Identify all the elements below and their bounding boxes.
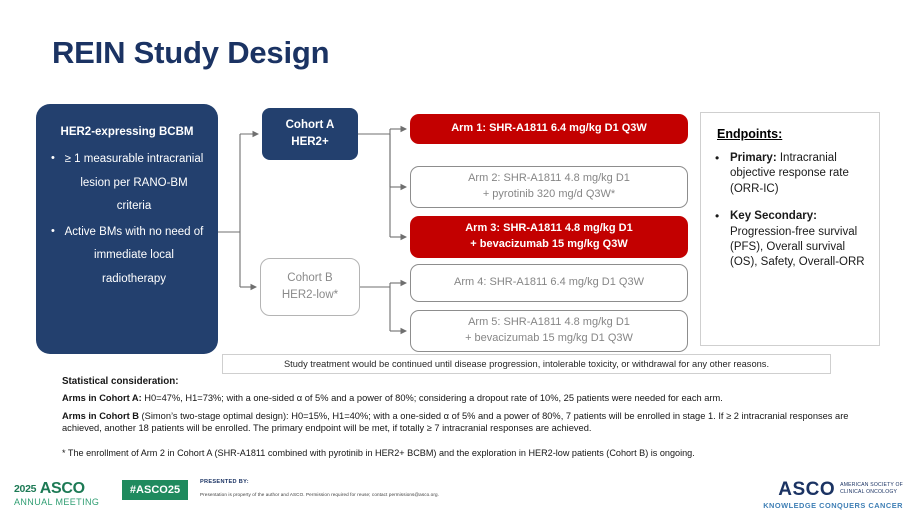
statistics-cohort-a-label: Arms in Cohort A: xyxy=(62,393,142,403)
asco-tagline: KNOWLEDGE CONQUERS CANCER xyxy=(763,501,903,510)
presented-by-title: PRESENTED BY: xyxy=(200,479,249,485)
eligibility-criteria-list: ≥ 1 measurable intracranial lesion per R… xyxy=(50,147,204,292)
arm-2-line2: + pyrotinib 320 mg/d Q3W* xyxy=(482,188,616,200)
cohort-b-name: Cohort B xyxy=(287,272,333,285)
statistics-heading: Statistical consideration: xyxy=(62,376,179,387)
endpoint-secondary: Key Secondary: Progression-free survival… xyxy=(713,208,867,271)
asco-meeting-brand: ASCO xyxy=(39,480,85,497)
arm-3-line2: + bevacizumab 15 mg/kg Q3W xyxy=(470,238,628,250)
arm-5-line2: + bevacizumab 15 mg/kg D1 Q3W xyxy=(465,332,633,344)
asco-meeting-brand-line: 2025 ASCO xyxy=(14,481,119,497)
eligibility-title: HER2-expressing BCBM xyxy=(60,126,194,138)
asco-meeting-sub: ANNUAL MEETING xyxy=(14,497,100,507)
arm-4-line1: Arm 4: SHR-A1811 6.4 mg/kg D1 Q3W xyxy=(454,276,644,289)
footnote-asterisk: * The enrollment of Arm 2 in Cohort A (S… xyxy=(62,448,695,458)
cohort-a-sub: HER2+ xyxy=(291,136,329,148)
treatment-duration-note: Study treatment would be continued until… xyxy=(222,354,831,374)
statistics-cohort-b: Arms in Cohort B (Simon’s two-stage opti… xyxy=(62,410,852,435)
arm-3-line1: Arm 3: SHR-A1811 4.8 mg/kg D1 xyxy=(465,222,633,235)
endpoint-primary-label: Primary: xyxy=(730,152,777,164)
statistics-cohort-b-text: (Simon’s two-stage optimal design): H0=1… xyxy=(62,410,849,434)
arm-4-box[interactable]: Arm 4: SHR-A1811 6.4 mg/kg D1 Q3W xyxy=(410,264,688,302)
arm-5-box[interactable]: Arm 5: SHR-A1811 4.8 mg/kg D1 + bevacizu… xyxy=(410,310,688,352)
asco-logo: ASCO AMERICAN SOCIETY OF CLINICAL ONCOLO… xyxy=(763,480,903,510)
arm-2-box[interactable]: Arm 2: SHR-A1811 4.8 mg/kg D1 + pyrotini… xyxy=(410,166,688,208)
arm-1-box[interactable]: Arm 1: SHR-A1811 6.4 mg/kg D1 Q3W xyxy=(410,114,688,144)
statistics-cohort-b-label: Arms in Cohort B xyxy=(62,410,139,421)
asco-annual-meeting-logo: 2025 ASCO ANNUAL MEETING xyxy=(14,481,119,507)
presented-by-block: PRESENTED BY: Presentation is property o… xyxy=(200,479,500,497)
arm-2-line1: Arm 2: SHR-A1811 4.8 mg/kg D1 xyxy=(468,172,630,185)
cohort-b-box[interactable]: Cohort B HER2-low* xyxy=(260,258,360,316)
cohort-a-name: Cohort A xyxy=(285,119,335,132)
asco-society-line2: CLINICAL ONCOLOGY xyxy=(840,488,898,495)
eligibility-criterion: ≥ 1 measurable intracranial lesion per R… xyxy=(50,147,204,219)
endpoint-primary: Primary: Intracranial objective response… xyxy=(713,150,867,197)
statistical-consideration-block: Statistical consideration: Arms in Cohor… xyxy=(62,376,852,440)
statistics-cohort-a: Arms in Cohort A: H0=47%, H1=73%; with a… xyxy=(62,392,852,405)
slide-footer: 2025 ASCO ANNUAL MEETING #ASCO25 PRESENT… xyxy=(0,476,915,520)
asco-meeting-year: 2025 xyxy=(14,483,37,495)
hashtag-badge: #ASCO25 xyxy=(122,480,188,500)
cohort-b-sub: HER2-low* xyxy=(281,289,339,301)
statistics-cohort-a-text: H0=47%, H1=73%; with a one-sided α of 5%… xyxy=(141,393,723,403)
endpoints-list: Primary: Intracranial objective response… xyxy=(713,150,867,271)
presented-by-text: Presentation is property of the author a… xyxy=(200,492,439,497)
arm-3-box[interactable]: Arm 3: SHR-A1811 4.8 mg/kg D1 + bevacizu… xyxy=(410,216,688,258)
arm-5-line1: Arm 5: SHR-A1811 4.8 mg/kg D1 xyxy=(468,316,630,329)
endpoints-panel: Endpoints: Primary: Intracranial objecti… xyxy=(700,112,880,346)
cohort-a-box[interactable]: Cohort A HER2+ xyxy=(262,108,358,160)
page-title: REIN Study Design xyxy=(52,35,330,70)
endpoints-heading: Endpoints: xyxy=(717,127,783,141)
endpoint-secondary-label: Key Secondary: xyxy=(730,210,817,223)
asco-society-line1: AMERICAN SOCIETY OF xyxy=(840,482,903,488)
eligibility-criterion: Active BMs with no need of immediate loc… xyxy=(50,220,204,292)
arm-1-line1: Arm 1: SHR-A1811 6.4 mg/kg D1 Q3W xyxy=(451,122,647,135)
eligibility-panel: HER2-expressing BCBM ≥ 1 measurable intr… xyxy=(36,104,218,354)
asco-society-name: AMERICAN SOCIETY OF CLINICAL ONCOLOGY xyxy=(840,480,903,496)
endpoint-primary-text: Intracranial objective response rate (OR… xyxy=(730,152,849,195)
endpoint-secondary-text: Progression-free survival (PFS), Overall… xyxy=(730,225,865,269)
asco-wordmark: ASCO xyxy=(778,479,836,500)
asco-logo-row: ASCO AMERICAN SOCIETY OF CLINICAL ONCOLO… xyxy=(763,480,903,499)
